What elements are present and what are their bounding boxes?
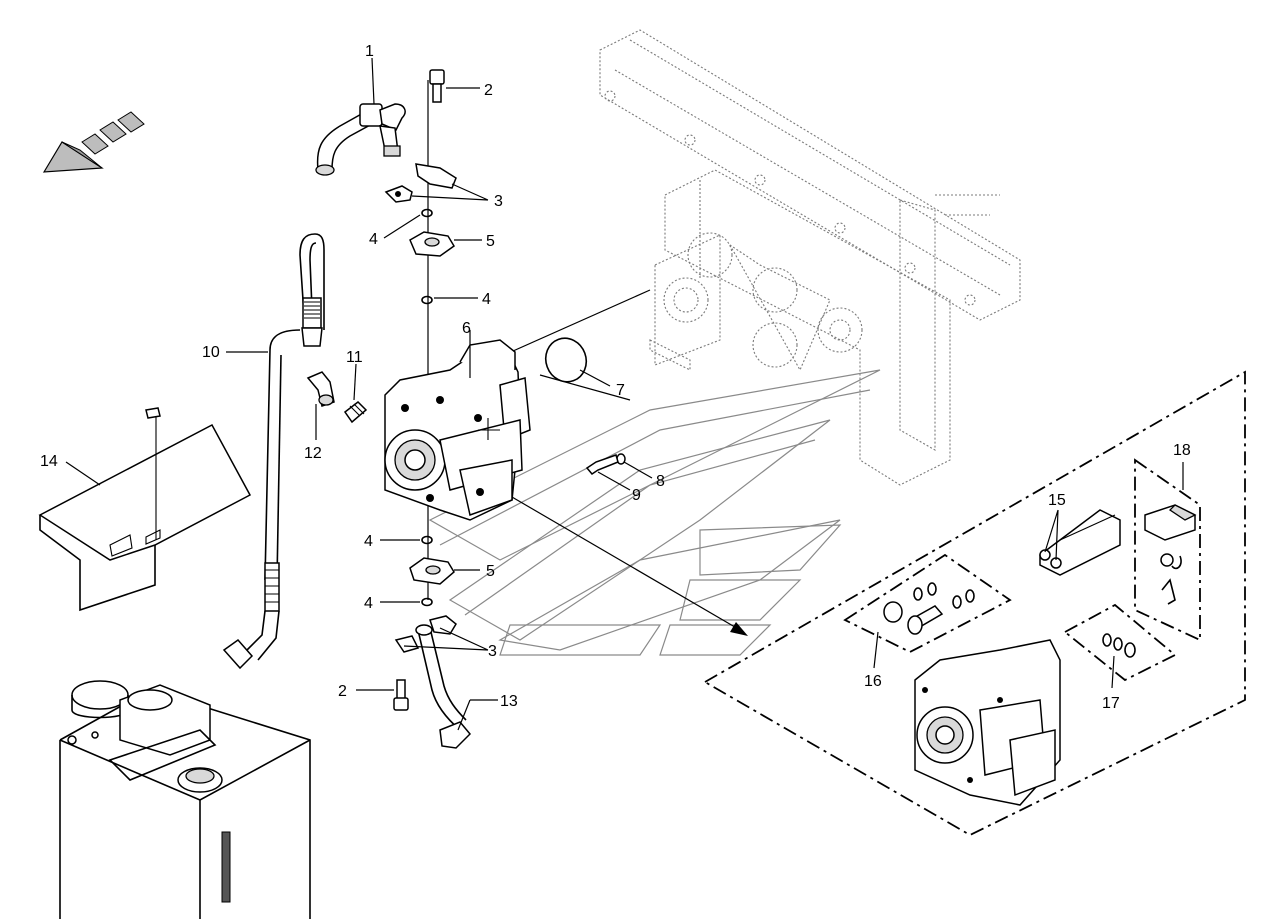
part-16-seal-kit [843, 553, 1012, 654]
callout-2-lower: 2 [338, 683, 347, 700]
callout-3-lower: 3 [488, 643, 497, 660]
part-4-oring-lower [421, 535, 433, 607]
callout-5-top: 5 [486, 233, 495, 250]
part-7-oring-large [544, 337, 588, 383]
callout-16: 16 [864, 673, 882, 690]
callout-4-lower-a: 4 [364, 533, 373, 550]
part-17-oring-kit [1063, 603, 1177, 682]
part-3-clamps-lower [394, 615, 457, 653]
callout-labels: 1 2 3 4 5 4 6 7 8 9 10 11 12 13 14 15 16… [40, 43, 1191, 712]
part-5-flange-top [409, 231, 455, 257]
part-13-pressure-pipe [415, 624, 472, 749]
callout-18: 18 [1173, 442, 1191, 459]
callout-4-mid: 4 [482, 291, 491, 308]
part-12-elbow [306, 371, 335, 407]
callout-3-top: 3 [494, 193, 503, 210]
part-3-clamps-top [384, 185, 413, 203]
machine-frame-background [599, 29, 1021, 486]
part-1-pipe-fitting [315, 103, 457, 189]
callout-1: 1 [365, 43, 374, 60]
part-11-fitting [343, 401, 368, 424]
callout-13: 13 [500, 693, 518, 710]
part-5-flange-lower [409, 557, 455, 585]
callout-5-lower: 5 [486, 563, 495, 580]
callout-4-top: 4 [369, 231, 378, 248]
kit-boundary [703, 370, 1246, 837]
callout-8: 8 [656, 473, 665, 490]
part-4-oring-top [421, 208, 433, 305]
callout-7: 7 [616, 382, 625, 399]
callout-6: 6 [462, 320, 471, 337]
callout-4-lower-b: 4 [364, 595, 373, 612]
callout-9: 9 [632, 487, 641, 504]
direction-arrow-icon [42, 111, 145, 173]
background-chevron-pattern [428, 369, 881, 656]
part-18-control-kit [1134, 458, 1201, 642]
callout-15: 15 [1048, 492, 1066, 509]
part-14-cover-plate [38, 407, 252, 612]
part-9-screw [585, 454, 619, 475]
pump-kit-assembly [914, 639, 1061, 806]
part-6-hydraulic-pump [384, 339, 531, 521]
part-15-valve [1039, 509, 1121, 576]
callout-17: 17 [1102, 695, 1120, 712]
part-2-bolt-lower [393, 679, 409, 711]
callout-12: 12 [304, 445, 322, 462]
callout-14: 14 [40, 453, 58, 470]
callout-2-top: 2 [484, 82, 493, 99]
callout-11: 11 [346, 349, 363, 366]
part-10-hydraulic-hose [222, 233, 325, 670]
hydraulic-tank [59, 680, 311, 919]
part-2-bolt-top [429, 69, 445, 103]
callout-10: 10 [202, 344, 220, 361]
leader-lines [65, 57, 1184, 731]
